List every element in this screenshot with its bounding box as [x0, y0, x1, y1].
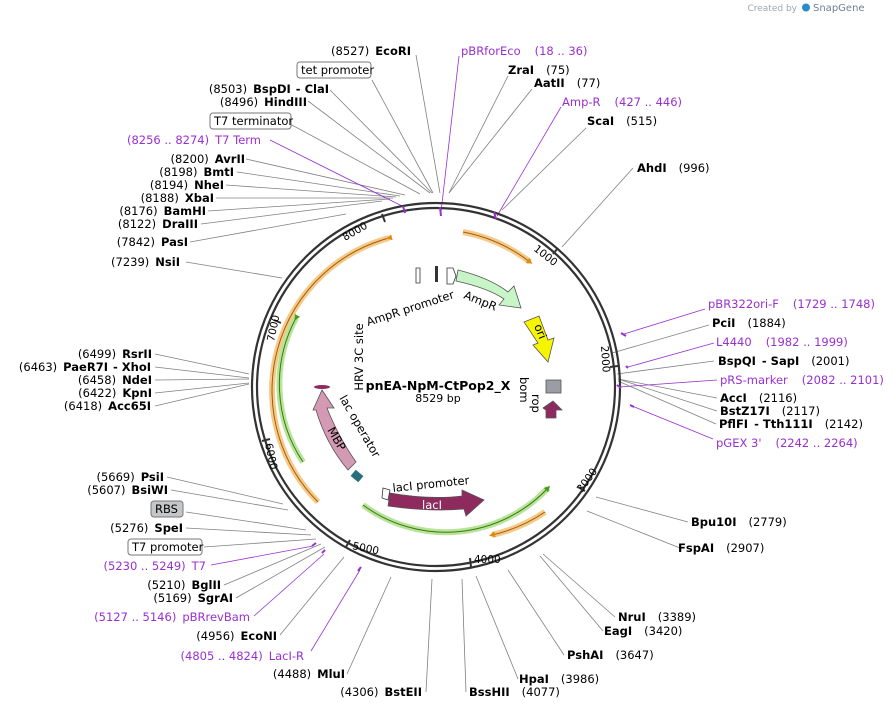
svg-text:(4956)EcoNI: (4956)EcoNI [196, 629, 277, 643]
lac-operator-box [350, 469, 364, 483]
feature-arrows [312, 266, 563, 517]
rbs-box: RBS [155, 502, 178, 516]
bom-box [545, 379, 562, 394]
primer-lines [210, 55, 718, 652]
ampr-arrow [455, 269, 522, 309]
svg-text:HpaI(3986): HpaI(3986) [519, 672, 599, 686]
svg-text:(8496)HindIII: (8496)HindIII [220, 95, 307, 109]
ori-arrow [523, 315, 555, 363]
svg-text:(8188)XbaI: (8188)XbaI [141, 191, 214, 205]
svg-text:(8503)BspDI- ClaI: (8503)BspDI- ClaI [209, 82, 329, 96]
svg-text:(4306)BstEII: (4306)BstEII [340, 685, 422, 699]
snapgene-watermark: Created by SnapGene [747, 3, 864, 14]
svg-text:(7842)PasI: (7842)PasI [117, 235, 188, 249]
svg-text:AatII(77): AatII(77) [534, 76, 600, 90]
svg-text:(8200)AvrII: (8200)AvrII [171, 152, 245, 166]
plasmid-title: pnEA-NpM-CtPop2_X 8529 bp [366, 378, 511, 405]
label-rop: rop [529, 394, 543, 413]
svg-text:Amp-R(427 .. 446): Amp-R(427 .. 446) [562, 95, 682, 109]
svg-text:BstZ17I(2117): BstZ17I(2117) [720, 404, 820, 418]
svg-text:(8527)EcoRI: (8527)EcoRI [331, 44, 411, 58]
svg-text:(8256 .. 8274)T7 Term: (8256 .. 8274)T7 Term [127, 133, 261, 147]
svg-text:pRS-marker(2082 .. 2101): pRS-marker(2082 .. 2101) [720, 373, 884, 387]
svg-text:pGEX 3'(2242 .. 2264): pGEX 3'(2242 .. 2264) [716, 436, 858, 450]
svg-text:EagI(3420): EagI(3420) [604, 624, 682, 638]
t7-promoter-box: T7 promoter [131, 540, 204, 554]
ampr-promoter-glyph [415, 267, 421, 284]
svg-text:Bpu10I(2779): Bpu10I(2779) [691, 515, 787, 529]
plasmid-size: 8529 bp [415, 392, 460, 405]
tick-5000: 5000 [351, 540, 380, 557]
label-ori: ori [531, 322, 550, 341]
tick-4000: 4000 [474, 554, 501, 566]
svg-text:(6499)RsrII: (6499)RsrII [78, 347, 152, 361]
callout-boxes: tet promoter T7 terminator RBS T7 promot… [127, 61, 374, 556]
svg-text:(8198)BmtI: (8198)BmtI [159, 165, 234, 179]
leader-lines [154, 54, 718, 693]
left-labels: (8527)EcoRI (8503)BspDI- ClaI (8496)Hind… [19, 44, 422, 699]
tick-3000: 3000 [575, 466, 600, 495]
laci-promoter-glyph [381, 487, 391, 501]
svg-text:(5127 .. 5146)pBRrevBam: (5127 .. 5146)pBRrevBam [94, 610, 250, 624]
svg-text:(5607)BsiWI: (5607)BsiWI [87, 483, 168, 497]
rop-arrow [542, 400, 563, 419]
svg-text:(6463)PaeR7I- XhoI: (6463)PaeR7I- XhoI [19, 360, 151, 374]
tick-6000: 6000 [262, 442, 279, 471]
svg-text:(7239)NsiI: (7239)NsiI [111, 255, 180, 269]
orange-arcs [269, 229, 547, 538]
svg-text:BssHII(4077): BssHII(4077) [469, 685, 560, 699]
svg-text:(8194)NheI: (8194)NheI [150, 178, 224, 192]
svg-text:(5169)SgrAI: (5169)SgrAI [153, 591, 233, 605]
mbp-arrow [312, 389, 357, 471]
svg-text:(5276)SpeI: (5276)SpeI [110, 521, 183, 535]
svg-text:FspAI(2907): FspAI(2907) [678, 541, 764, 555]
svg-text:(6422)KpnI: (6422)KpnI [78, 386, 152, 400]
svg-text:PshAI(3647): PshAI(3647) [567, 648, 654, 662]
svg-text:pBR322ori-F(1729 .. 1748): pBR322ori-F(1729 .. 1748) [708, 297, 875, 311]
svg-text:PflFI- Tth111I(2142): PflFI- Tth111I(2142) [719, 417, 863, 431]
label-hrv-site: HRV 3C site [352, 323, 366, 390]
label-laci-promoter: lacI promoter [392, 473, 470, 495]
svg-text:NruI(3389): NruI(3389) [618, 610, 696, 624]
svg-text:(4488)MluI: (4488)MluI [273, 667, 345, 681]
primer-marks [311, 205, 635, 572]
watermark-brand: SnapGene [813, 3, 865, 14]
label-ampr-promoter: AmpR promoter [365, 287, 456, 329]
svg-text:(6418)Acc65I: (6418)Acc65I [64, 399, 151, 413]
t7-terminator-box: T7 terminator [213, 114, 293, 128]
laci-arrow [387, 489, 485, 517]
tick-2000: 2000 [598, 345, 612, 373]
svg-text:(4805 .. 4824)LacI-R: (4805 .. 4824)LacI-R [181, 649, 304, 663]
watermark-prefix: Created by [747, 4, 797, 14]
svg-text:ScaI(515): ScaI(515) [587, 114, 657, 128]
svg-text:(5669)PsiI: (5669)PsiI [96, 470, 164, 484]
svg-text:(8176)BamHI: (8176)BamHI [119, 204, 206, 218]
tet-promoter-box: tet promoter [301, 63, 374, 77]
svg-text:pBRforEco(18 .. 36): pBRforEco(18 .. 36) [461, 44, 588, 58]
svg-text:(6458)NdeI: (6458)NdeI [78, 373, 152, 387]
svg-text:AhdI(996): AhdI(996) [637, 161, 710, 175]
svg-text:L4440(1982 .. 1999): L4440(1982 .. 1999) [716, 335, 848, 349]
tick-7000: 7000 [265, 314, 282, 343]
green-arcs [276, 313, 551, 536]
tick-8000: 8000 [341, 220, 370, 244]
svg-text:AccI(2116): AccI(2116) [720, 391, 797, 405]
svg-text:PciI(1884): PciI(1884) [712, 316, 786, 330]
label-laci: lacI [422, 498, 442, 512]
svg-text:(5230 .. 5249)T7: (5230 .. 5249)T7 [104, 559, 206, 573]
svg-text:(8122)DraIII: (8122)DraIII [118, 217, 198, 231]
svg-text:(5210)BglII: (5210)BglII [147, 578, 221, 592]
tick-marks [261, 213, 619, 568]
plasmid-name: pnEA-NpM-CtPop2_X [366, 378, 511, 394]
hrv-site [314, 385, 330, 389]
svg-text:ZraI(75): ZraI(75) [508, 63, 570, 77]
svg-text:BspQI- SapI(2001): BspQI- SapI(2001) [718, 354, 850, 368]
right-labels: pBRforEco(18 .. 36) ZraI(75) AatII(77) A… [461, 44, 884, 699]
label-bom: bom [517, 377, 531, 403]
